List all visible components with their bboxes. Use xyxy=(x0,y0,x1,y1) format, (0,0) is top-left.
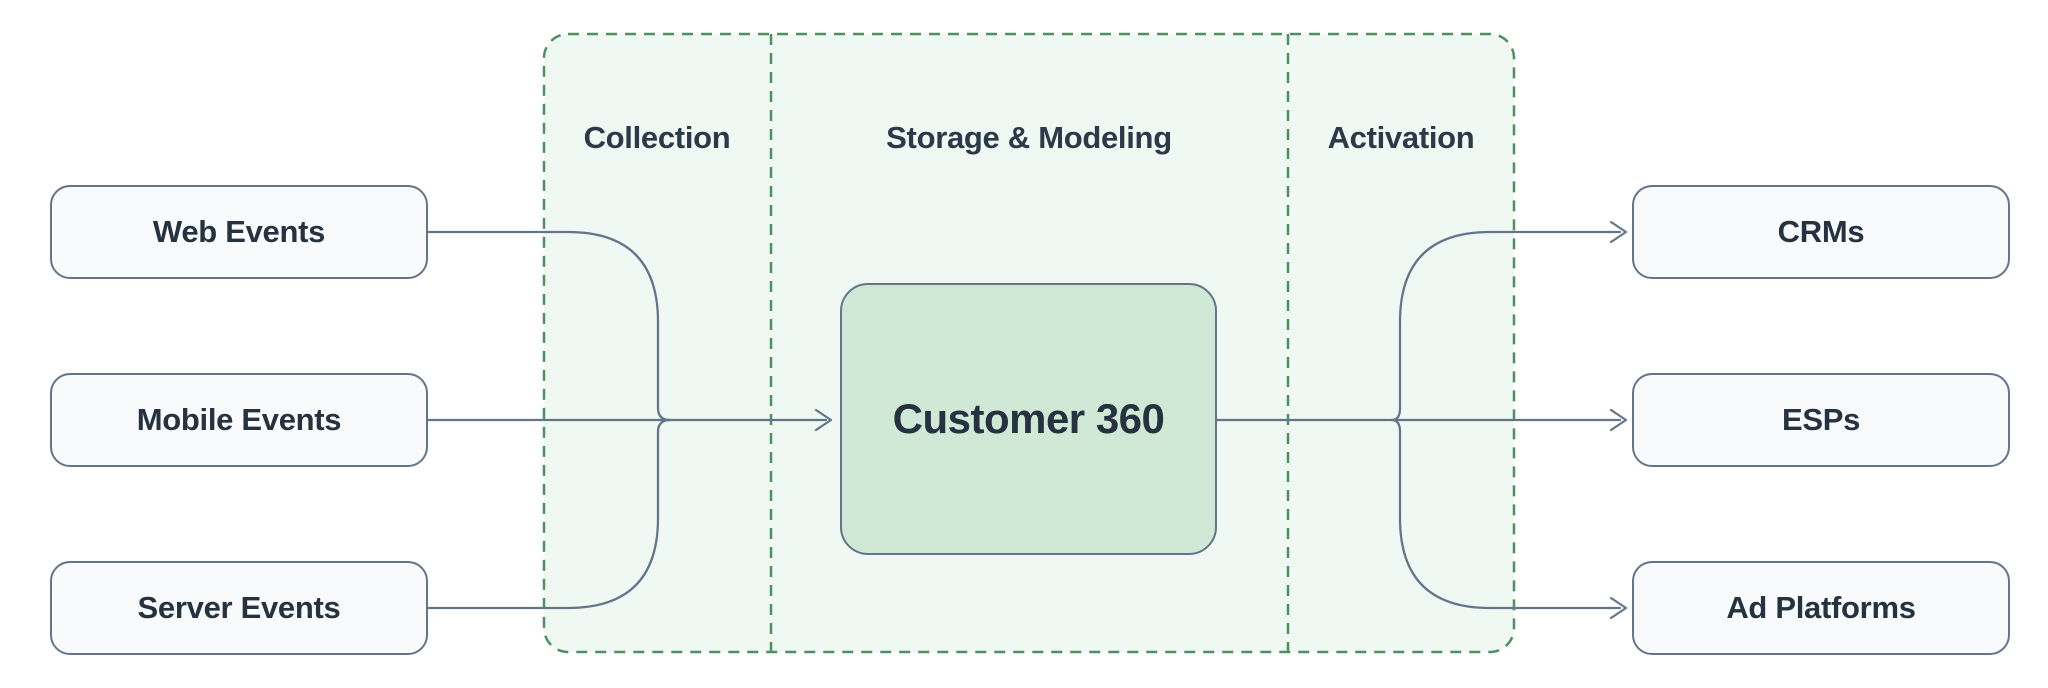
destination-node-ad-platforms: Ad Platforms xyxy=(1632,561,2010,655)
source-node-server-events: Server Events xyxy=(50,561,428,655)
hub-node-label: Customer 360 xyxy=(892,395,1165,442)
destination-node-label: CRMs xyxy=(1777,214,1865,249)
source-node-mobile-events: Mobile Events xyxy=(50,373,428,467)
destination-node-crms: CRMs xyxy=(1632,185,2010,279)
source-node-label: Web Events xyxy=(152,214,326,249)
destination-node-esps: ESPs xyxy=(1632,373,2010,467)
arrowhead-into-esps xyxy=(1609,408,1628,432)
section-label-storage-modeling: Storage & Modeling xyxy=(886,120,1172,155)
hub-node-customer-360: Customer 360 xyxy=(840,283,1217,555)
destination-node-label: Ad Platforms xyxy=(1726,590,1916,625)
source-node-label: Server Events xyxy=(137,590,341,625)
section-label-collection: Collection xyxy=(583,120,731,155)
connector-web-events-to-hub xyxy=(426,230,672,422)
destination-node-label: ESPs xyxy=(1781,402,1861,437)
arrowhead-into-hub xyxy=(814,408,833,432)
source-node-web-events: Web Events xyxy=(50,185,428,279)
connector-hub-to-crms xyxy=(1390,230,1622,422)
connector-hub-to-ad-platforms xyxy=(1390,418,1622,610)
section-label-activation: Activation xyxy=(1327,120,1475,155)
arrowhead-into-crms xyxy=(1609,220,1628,244)
source-node-label: Mobile Events xyxy=(136,402,342,437)
connector-server-events-to-hub xyxy=(426,418,672,610)
arrowhead-into-ad-platforms xyxy=(1609,596,1628,620)
